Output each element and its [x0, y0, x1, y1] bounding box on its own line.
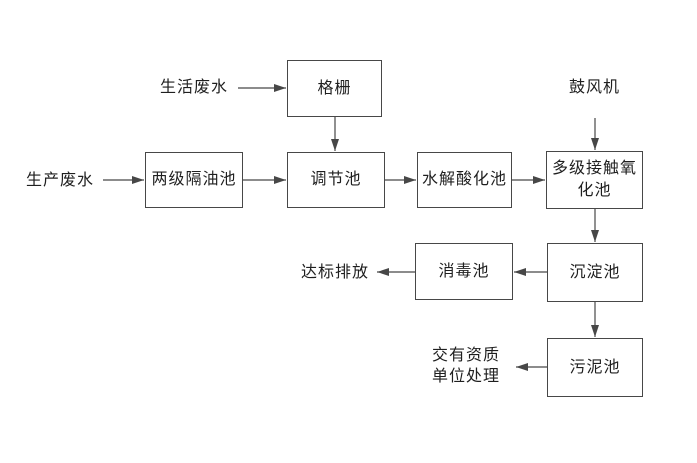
node-sedimentation: 沉淀池: [547, 243, 643, 302]
label-production-wastewater: 生产废水: [26, 172, 95, 189]
node-oil-separation: 两级隔油池: [145, 152, 243, 208]
node-hydrolysis: 水解酸化池: [417, 152, 512, 208]
node-contact-oxidation: 多级接触氧化池: [546, 151, 643, 209]
label-qualified-unit: 交有资质 单位处理: [432, 347, 501, 385]
label-blower: 鼓风机: [569, 79, 621, 96]
node-grating: 格栅: [287, 60, 382, 117]
label-household-wastewater: 生活废水: [160, 79, 229, 96]
node-disinfection: 消毒池: [415, 243, 513, 300]
node-sludge: 污泥池: [547, 338, 643, 397]
label-discharge: 达标排放: [301, 264, 370, 281]
node-regulation: 调节池: [287, 152, 385, 208]
